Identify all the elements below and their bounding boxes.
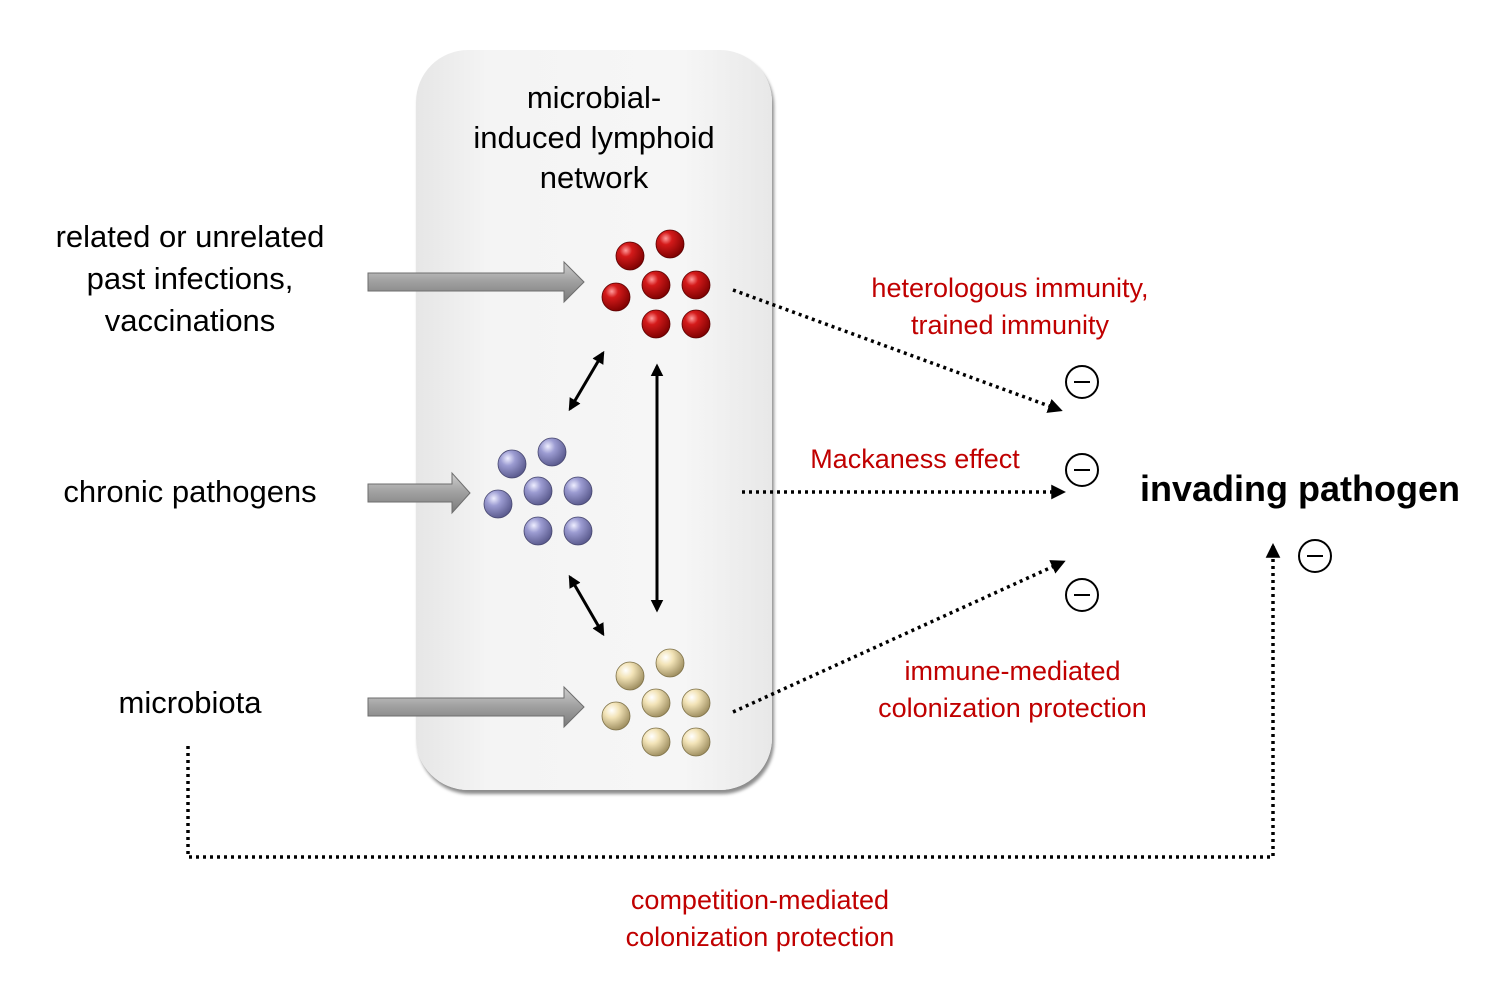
red-cell [615, 241, 645, 271]
cream-cell [681, 727, 711, 757]
source-label-microbiota: microbiota [118, 685, 262, 720]
effect-arrow-immune-mediated [732, 560, 1066, 714]
blue-cell [563, 516, 593, 546]
blue-cell [537, 437, 567, 467]
effect-label-immune-mediated: immune-mediated colonization protection [878, 656, 1147, 723]
network-title: microbial- induced lymphoid network [473, 80, 715, 195]
interaction-arrow-chronic-microbiota [568, 574, 605, 637]
effect-arrow-competition [186, 543, 1281, 859]
source-label-chronic-pathogens: chronic pathogens [63, 474, 317, 509]
cream-cell [655, 648, 685, 678]
effect-label-competition-mediated: competition-mediated colonization protec… [625, 885, 895, 952]
effect-arrow-heterologous [732, 288, 1063, 413]
red-cell [641, 270, 671, 300]
cluster-chronic-pathogen-cells [483, 437, 593, 546]
input-arrow-chronic-pathogens [367, 471, 471, 515]
effect-label-heterologous-immunity: heterologous immunity, trained immunity [871, 273, 1149, 340]
cream-cell [615, 661, 645, 691]
blue-cell [523, 516, 553, 546]
cream-cell [681, 688, 711, 718]
blue-cell [523, 476, 553, 506]
effect-label-mackaness: Mackaness effect [810, 444, 1020, 474]
blue-cell [483, 489, 513, 519]
cream-cell [601, 701, 631, 731]
lymphoid-network-box [416, 50, 772, 790]
minus-circle-icon [1298, 539, 1332, 573]
invading-pathogen-label: invading pathogen [1140, 468, 1460, 509]
blue-cell [497, 449, 527, 479]
blue-cell [563, 476, 593, 506]
interaction-arrow-chronic-past [568, 350, 605, 412]
minus-circle-icon [1065, 453, 1099, 487]
cluster-past-infection-cells [601, 229, 711, 339]
red-cell [681, 270, 711, 300]
source-label-past-infections: related or unrelated past infections, va… [55, 219, 325, 338]
cluster-microbiota-cells [601, 648, 711, 757]
input-arrow-microbiota [367, 685, 585, 729]
cream-cell [641, 688, 671, 718]
minus-circle-icon [1065, 578, 1099, 612]
red-cell [601, 282, 631, 312]
minus-circle-icon [1065, 365, 1099, 399]
red-cell [681, 309, 711, 339]
red-cell [655, 229, 685, 259]
cream-cell [641, 727, 671, 757]
red-cell [641, 309, 671, 339]
input-arrow-past-infections [367, 260, 585, 304]
